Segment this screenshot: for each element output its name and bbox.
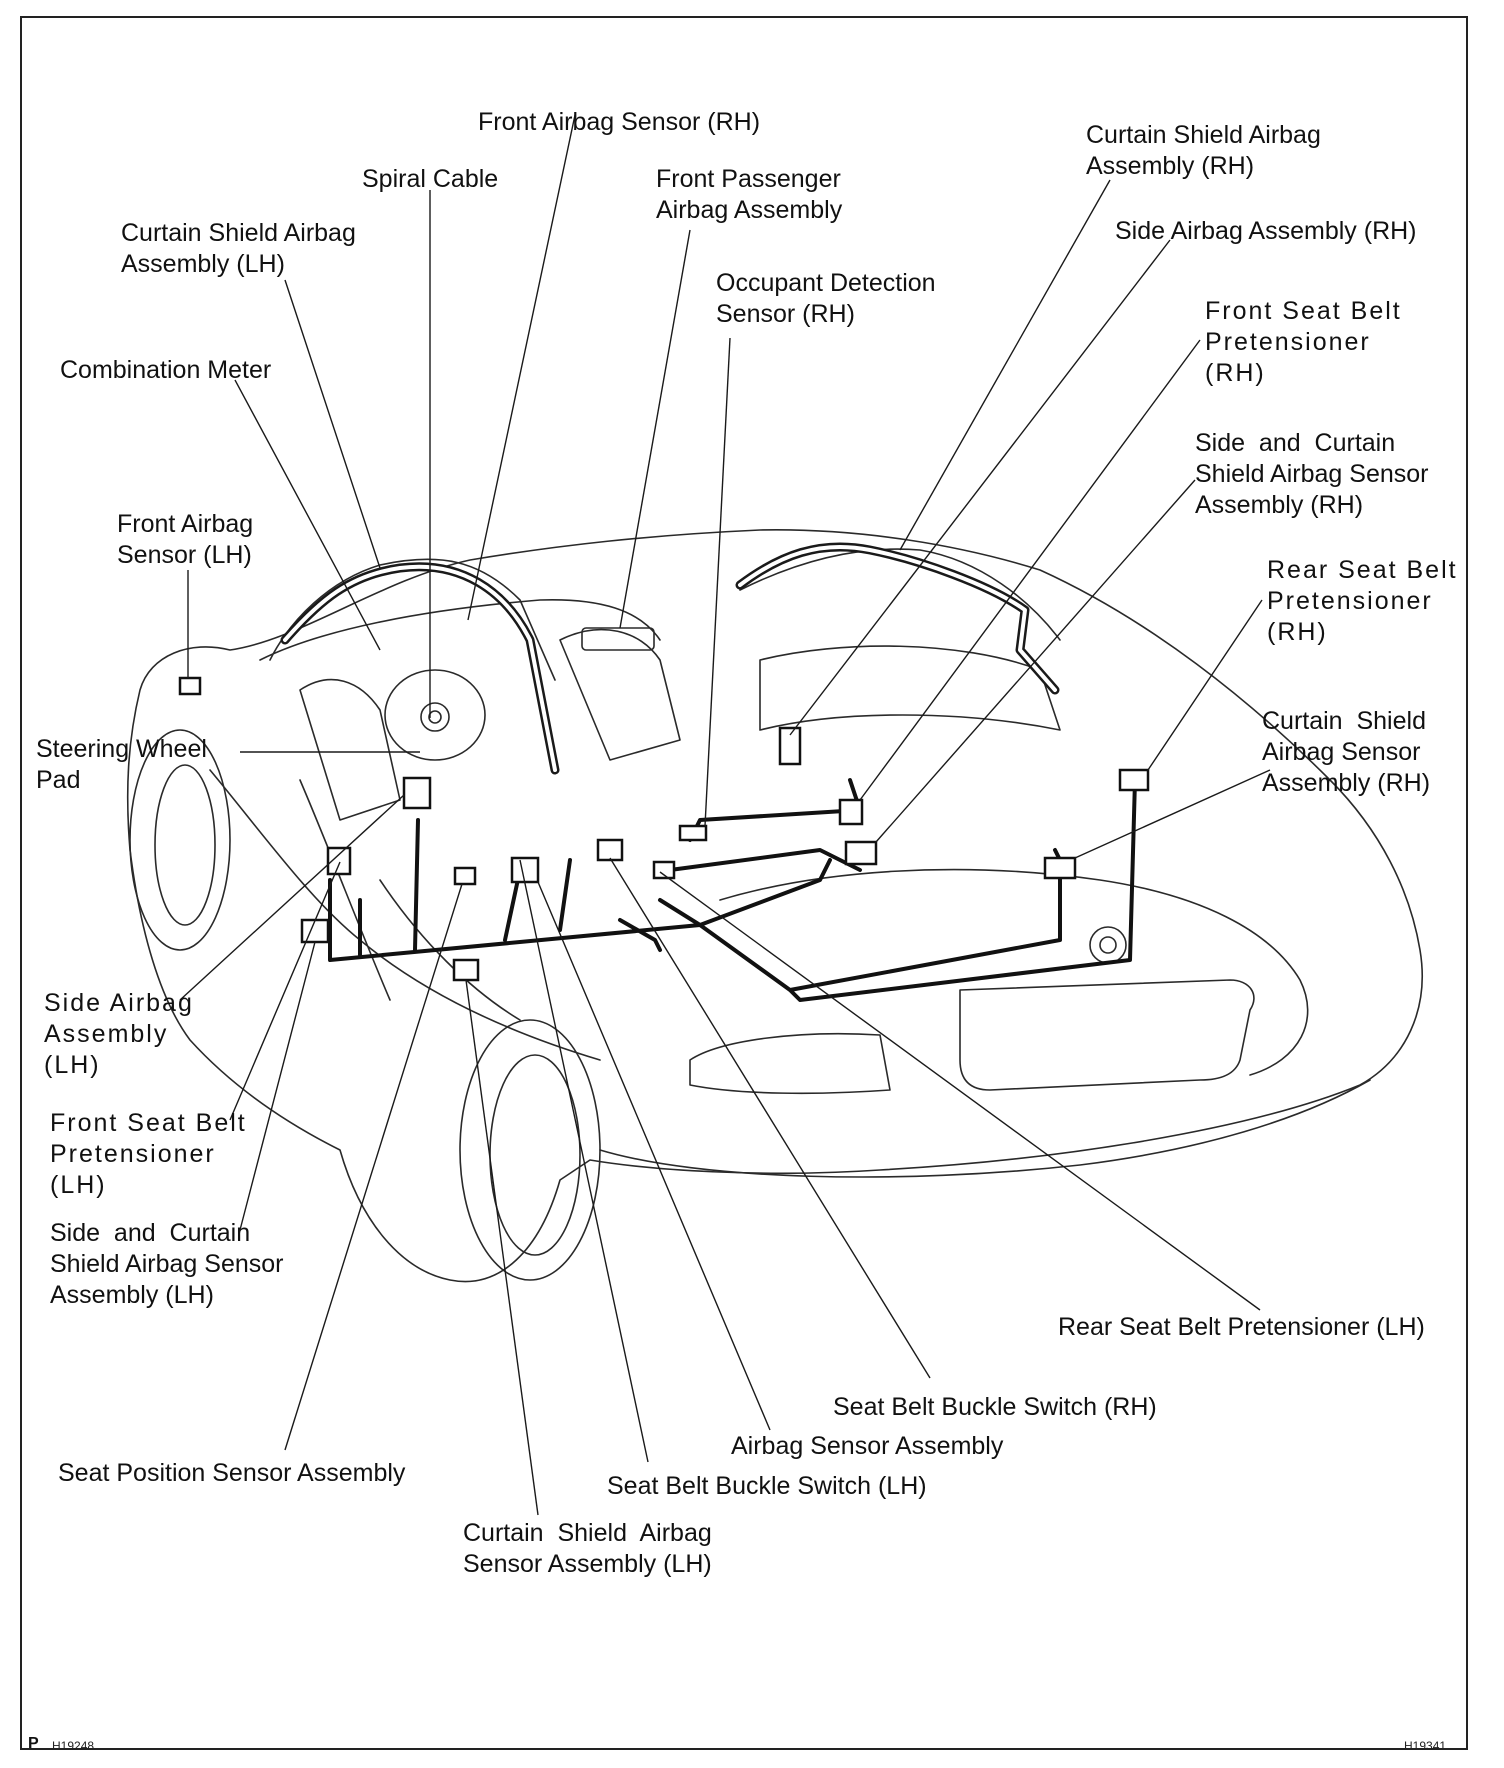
label-rear-seat-belt-pretensioner-rh: Rear Seat Belt Pretensioner (RH) — [1267, 556, 1458, 646]
label-front-seat-belt-pretensioner-rh: Front Seat Belt Pretensioner (RH) — [1205, 297, 1402, 387]
label-curtain-shield-airbag-lh: Curtain Shield Airbag Assembly (LH) — [121, 219, 356, 278]
leader-curtain-shield-airbag-lh — [284, 279, 381, 569]
rear-seat — [759, 645, 1061, 731]
seat-position-sensor-box — [453, 866, 477, 886]
label-combination-meter: Combination Meter — [60, 356, 272, 384]
front-wheel — [129, 729, 231, 951]
rear-roof-line — [739, 548, 1061, 641]
steering-wheel — [384, 669, 486, 761]
side-curtain-sensor-rh-box — [838, 798, 864, 826]
buckle-switch-rh-box — [652, 860, 676, 880]
leader-side-airbag-lh — [179, 794, 405, 1001]
leader-combination-meter — [234, 379, 381, 651]
leader-front-passenger-airbag — [619, 229, 691, 629]
label-occupant-detection-sensor-rh: Occupant Detection Sensor (RH) — [716, 269, 936, 328]
label-side-airbag-lh: Side Airbag Assembly (LH) — [44, 989, 194, 1079]
leader-front-airbag-sensor-rh — [467, 114, 576, 621]
curtain-sensor-rh-box — [1043, 856, 1077, 880]
airbag-sensor-assembly-box — [596, 838, 624, 862]
diagram-frame — [20, 16, 1468, 1750]
wiring-harness — [328, 778, 1137, 1002]
emblem — [1089, 926, 1127, 964]
label-rear-seat-belt-pretensioner-lh: Rear Seat Belt Pretensioner (LH) — [1058, 1313, 1425, 1341]
occupant-detection-box — [678, 824, 708, 842]
front-airbag-sensor-lh-box — [178, 676, 202, 696]
passenger-seat — [559, 628, 681, 761]
label-front-seat-belt-pretensioner-lh: Front Seat Belt Pretensioner (LH) — [50, 1109, 247, 1199]
passenger-airbag-box — [581, 627, 655, 651]
curtain-sensor-lh-box — [452, 958, 480, 982]
curtain-airbag-lh-tube — [280, 562, 560, 775]
buckle-switch-lh-box — [510, 856, 540, 884]
front-pretensioner-rh-box — [778, 726, 802, 766]
label-spiral-cable: Spiral Cable — [362, 165, 499, 193]
leader-buckle-switch-rh — [609, 857, 931, 1379]
rear-wheel — [459, 1019, 601, 1281]
label-side-curtain-sensor-rh: Side and Curtain Shield Airbag Sensor As… — [1195, 429, 1429, 519]
leader-side-curtain-sensor-lh — [239, 941, 316, 1231]
label-seat-belt-buckle-switch-lh: Seat Belt Buckle Switch (LH) — [607, 1472, 927, 1500]
side-airbag-lh-box — [326, 846, 352, 876]
label-front-passenger-airbag: Front Passenger Airbag Assembly — [656, 165, 843, 224]
label-curtain-shield-sensor-lh: Curtain Shield Airbag Sensor Assembly (L… — [463, 1519, 712, 1578]
label-curtain-shield-sensor-rh: Curtain Shield Airbag Sensor Assembly (R… — [1262, 707, 1431, 797]
front-pretensioner-lh-box — [300, 918, 330, 944]
trunk-plate — [959, 979, 1255, 1091]
leader-buckle-switch-lh — [519, 859, 649, 1463]
leader-curtain-shield-sensor-lh — [465, 979, 539, 1516]
figure-code-right: H19341 — [1404, 1739, 1447, 1753]
front-seat — [299, 678, 401, 821]
leader-airbag-sensor-assembly — [537, 881, 771, 1431]
rear-pretensioner-rh-box — [1118, 768, 1150, 792]
tail-light-left — [689, 1032, 891, 1095]
leader-rear-pretensioner-lh — [659, 871, 1261, 1311]
label-seat-belt-buckle-switch-rh: Seat Belt Buckle Switch (RH) — [833, 1393, 1157, 1421]
label-side-curtain-sensor-lh: Side and Curtain Shield Airbag Sensor As… — [50, 1219, 284, 1309]
label-side-airbag-rh: Side Airbag Assembly (RH) — [1115, 217, 1417, 245]
rear-bumper — [599, 1079, 1371, 1178]
leader-curtain-shield-airbag-rh — [899, 179, 1111, 551]
leader-front-pretensioner-rh — [859, 339, 1201, 801]
leader-seat-position-sensor — [284, 883, 463, 1451]
label-airbag-sensor-assembly: Airbag Sensor Assembly — [731, 1432, 1004, 1460]
label-front-airbag-sensor-lh: Front Airbag Sensor (LH) — [117, 510, 254, 569]
steering-pad-box — [402, 776, 432, 810]
leader-occupant-detection — [704, 337, 731, 827]
figure-code-left: H19248 — [52, 1739, 95, 1753]
label-front-airbag-sensor-rh: Front Airbag Sensor (RH) — [478, 108, 761, 136]
label-steering-wheel-pad: Steering Wheel Pad — [36, 735, 207, 794]
leader-side-curtain-sensor-rh — [875, 479, 1196, 843]
label-seat-position-sensor: Seat Position Sensor Assembly — [58, 1459, 406, 1487]
curtain-airbag-rh-tube — [735, 542, 1060, 695]
leader-front-pretensioner-lh — [229, 861, 341, 1121]
trunk-lid — [719, 868, 1309, 1076]
leader-side-airbag-rh — [789, 239, 1171, 736]
label-curtain-shield-airbag-rh: Curtain Shield Airbag Assembly (RH) — [1086, 121, 1321, 180]
leader-rear-pretensioner-rh — [1147, 599, 1263, 771]
p-mark: P — [28, 1735, 39, 1752]
leader-curtain-shield-sensor-rh — [1074, 769, 1271, 859]
side-airbag-rh-box — [844, 840, 878, 866]
